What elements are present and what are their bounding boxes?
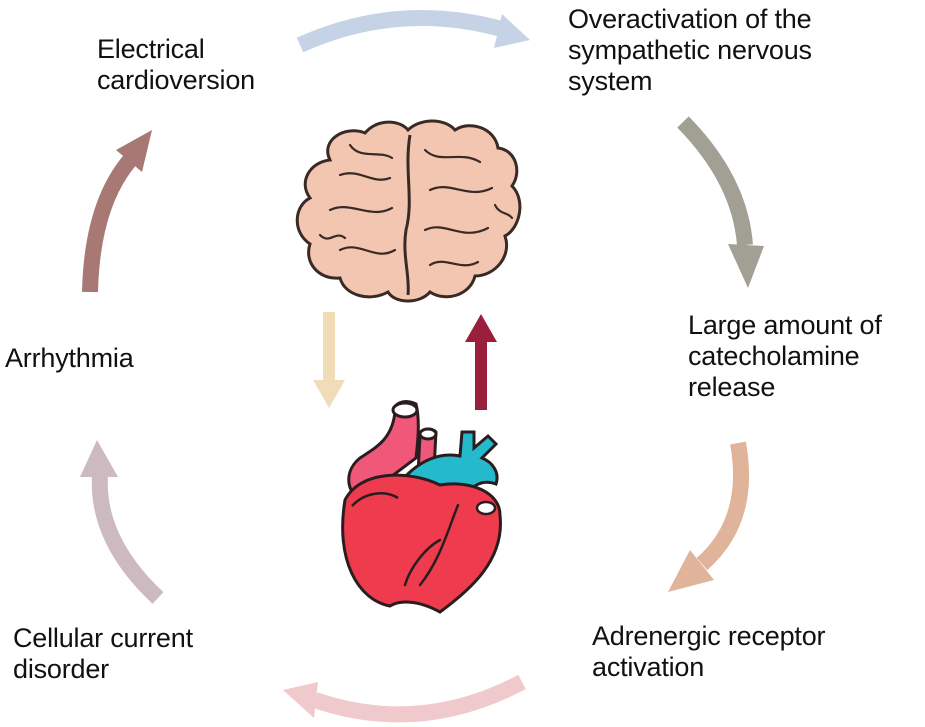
heart-illustration <box>341 400 502 614</box>
cycle-arrow-bottom <box>283 674 526 723</box>
cycle-arrow-right-upper <box>677 116 764 288</box>
label-line: Large amount of <box>688 310 882 340</box>
arrow-heart-to-brain <box>465 314 497 410</box>
label-line: Overactivation of the <box>568 4 812 34</box>
label-line: Adrenergic receptor <box>592 621 826 651</box>
label-line: disorder <box>13 654 109 684</box>
label-line: activation <box>592 652 705 682</box>
label-electrical-cardioversion: Electrical cardioversion <box>97 34 255 96</box>
label-line: Arrhythmia <box>5 343 134 373</box>
cycle-arrow-top <box>296 10 530 53</box>
label-catecholamine-release: Large amount of catecholamine release <box>688 310 882 403</box>
cycle-arrow-left-lower <box>80 440 164 604</box>
cycle-arrow-right-lower <box>668 441 749 592</box>
label-cellular-disorder: Cellular current disorder <box>13 623 193 685</box>
label-line: release <box>688 372 776 402</box>
label-line: catecholamine <box>688 341 860 371</box>
label-line: Cellular current <box>13 623 193 653</box>
label-line: sympathetic nervous <box>568 35 812 65</box>
label-line: Electrical <box>97 34 205 64</box>
label-adrenergic-activation: Adrenergic receptor activation <box>592 621 826 683</box>
label-line: cardioversion <box>97 65 255 95</box>
label-sympathetic-overactivation: Overactivation of the sympathetic nervou… <box>568 4 812 97</box>
label-arrhythmia: Arrhythmia <box>5 343 134 374</box>
cycle-arrow-left-upper <box>82 130 152 293</box>
brain-illustration <box>295 119 522 303</box>
arrow-brain-to-heart <box>313 312 345 408</box>
label-line: system <box>568 66 653 96</box>
